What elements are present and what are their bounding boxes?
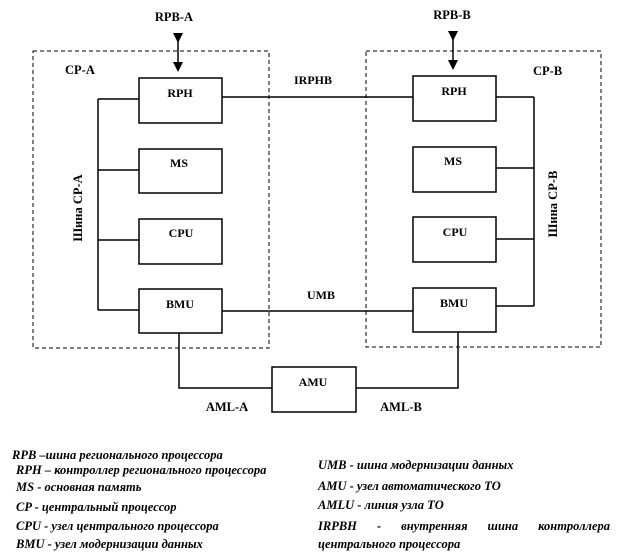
- cp-a-cpu-block: CPU: [138, 218, 223, 265]
- cp-a-enclosure: [32, 50, 270, 349]
- amu-block: AMU: [271, 366, 357, 413]
- rpb-a-label: RPB-A: [155, 10, 193, 24]
- legend-item: MS - основная память: [16, 480, 142, 494]
- cp-a-cpu-label: CPU: [169, 226, 194, 240]
- cp-a-bmu-block: BMU: [138, 288, 223, 334]
- cp-b-label: CP-B: [533, 64, 562, 78]
- aml-b-label: AML-B: [380, 400, 422, 414]
- cp-a-bus-label: Шина CP-A: [71, 174, 85, 241]
- aml-a-line: [178, 333, 272, 389]
- cp-b-enclosure: [365, 50, 602, 348]
- legend-item: RPB –шина регионального процессора: [12, 448, 223, 462]
- cp-b-bus-label: Шина CP-B: [546, 171, 560, 238]
- legend-item: CP - центральный процессор: [16, 499, 177, 514]
- cp-a-label: CP-A: [65, 63, 95, 77]
- cp-b-bus: [496, 96, 535, 307]
- cp-a-rph-block: RPH: [138, 77, 223, 124]
- cp-b-rph-label: RPH: [441, 84, 467, 98]
- aml-b-line: [356, 332, 459, 389]
- legend-right: UMB - шина модернизации данных AMU - узе…: [318, 456, 610, 553]
- cp-architecture-diagram: RPH MS CPU BMU RPH MS CPU BMU AMU RPB-A …: [32, 8, 602, 414]
- legend-item: BMU - узел модернизации данных: [16, 536, 203, 551]
- cp-b-cpu-block: CPU: [412, 216, 497, 263]
- legend-item: IRPBH - внутренняя шина контроллера цент…: [318, 518, 610, 551]
- cp-a-bus: [97, 98, 139, 311]
- cp-b-bmu-block: BMU: [412, 287, 497, 333]
- amu-label: AMU: [299, 375, 328, 389]
- legend-left: RPB –шина регионального процессора RPH –…: [12, 446, 266, 554]
- cp-b-rph-block: RPH: [412, 75, 497, 122]
- cp-b-ms-label: MS: [444, 154, 462, 168]
- irphb-label: IRPHB: [294, 73, 332, 87]
- cp-a-ms-block: MS: [138, 148, 223, 194]
- legend-item: CPU - узел центрального процессора: [16, 519, 219, 533]
- aml-a-label: AML-A: [206, 400, 248, 414]
- cp-b-bmu-label: BMU: [440, 296, 468, 310]
- rpb-b-label: RPB-B: [433, 8, 471, 22]
- cp-a-ms-label: MS: [170, 156, 188, 170]
- cp-a-bmu-label: BMU: [166, 297, 194, 311]
- legend-item: UMB - шина модернизации данных: [318, 458, 514, 472]
- legend-item: RPH – контроллер регионального процессор…: [16, 462, 267, 477]
- legend-item: AMU - узел автоматического ТО: [318, 478, 501, 493]
- cp-b-ms-block: MS: [412, 146, 497, 193]
- cp-a-rph-label: RPH: [167, 86, 193, 100]
- cp-b-cpu-label: CPU: [443, 225, 468, 239]
- umb-label: UMB: [307, 288, 335, 302]
- legend-item: AMLU - линия узла ТО: [318, 498, 444, 512]
